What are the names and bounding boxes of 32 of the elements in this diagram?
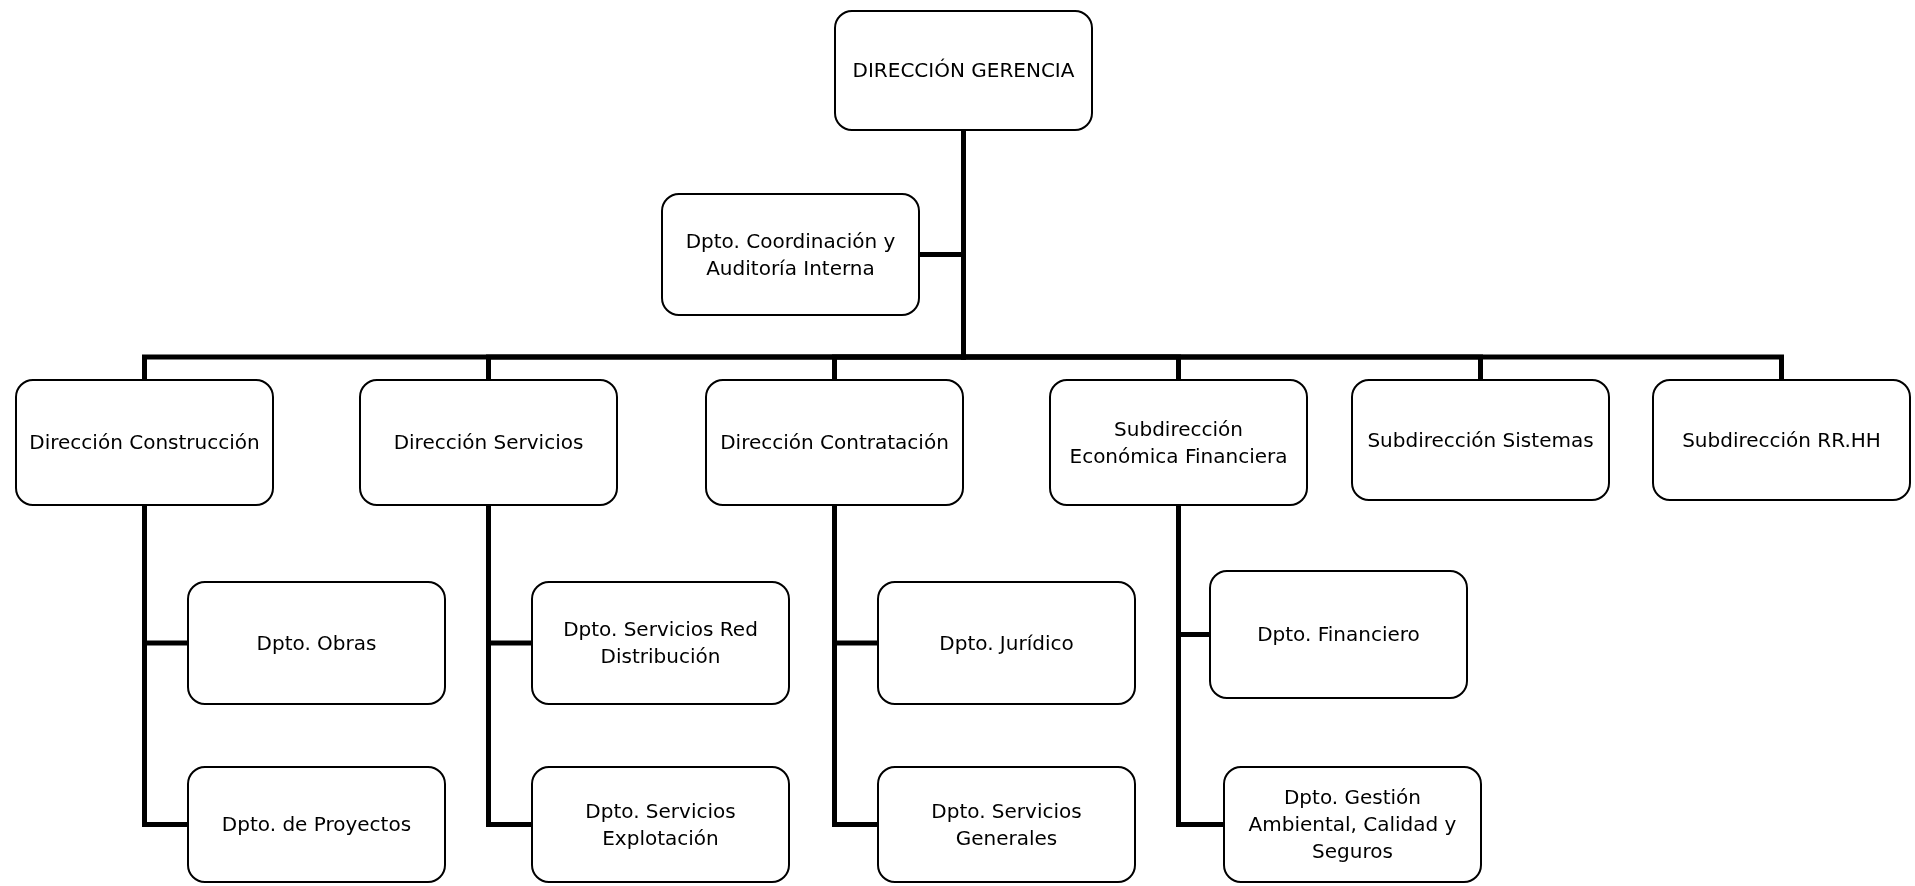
org-box xyxy=(1049,379,1308,506)
box-label: Dpto. Jurídico xyxy=(939,629,1074,657)
box-label: Dpto. Servicios Generales xyxy=(930,797,1083,852)
box-label: Dpto. Servicios Red Distribución xyxy=(562,616,759,670)
org-box xyxy=(15,379,274,506)
org-box xyxy=(877,766,1136,883)
org-box xyxy=(1223,766,1482,883)
box-label: Subdirección Económica Financiera xyxy=(1068,415,1289,470)
org-box xyxy=(187,766,446,883)
org-box xyxy=(877,581,1136,705)
box-label: Dirección Contratación xyxy=(720,429,949,456)
org-box xyxy=(1652,379,1911,501)
org-box xyxy=(531,581,790,705)
org-box xyxy=(705,379,964,506)
box-label: Dpto. Servicios Explotación xyxy=(584,797,737,852)
box-label: Dpto. Coordinación y Auditoría Interna xyxy=(684,227,897,282)
org-box xyxy=(1209,570,1468,699)
org-box xyxy=(187,581,446,705)
org-box xyxy=(661,193,920,316)
box-label: Dpto. Gestión Ambiental, Calidad y Seguros xyxy=(1247,784,1458,865)
box-label: Dpto. Financiero xyxy=(1257,621,1420,648)
box-label: Subdirección Sistemas xyxy=(1367,426,1594,454)
box-label: Dpto. de Proyectos xyxy=(221,811,412,838)
box-label: Dirección Servicios xyxy=(393,429,584,456)
org-box xyxy=(1351,379,1610,501)
box-label: Dpto. Obras xyxy=(256,629,377,657)
org-box xyxy=(359,379,618,506)
box-label: Subdirección RR.HH xyxy=(1682,426,1881,454)
org-box xyxy=(834,10,1093,131)
box-label: Dirección Construcción xyxy=(29,429,260,456)
org-box xyxy=(531,766,790,883)
box-label: DIRECCIÓN GERENCIA xyxy=(852,57,1075,84)
